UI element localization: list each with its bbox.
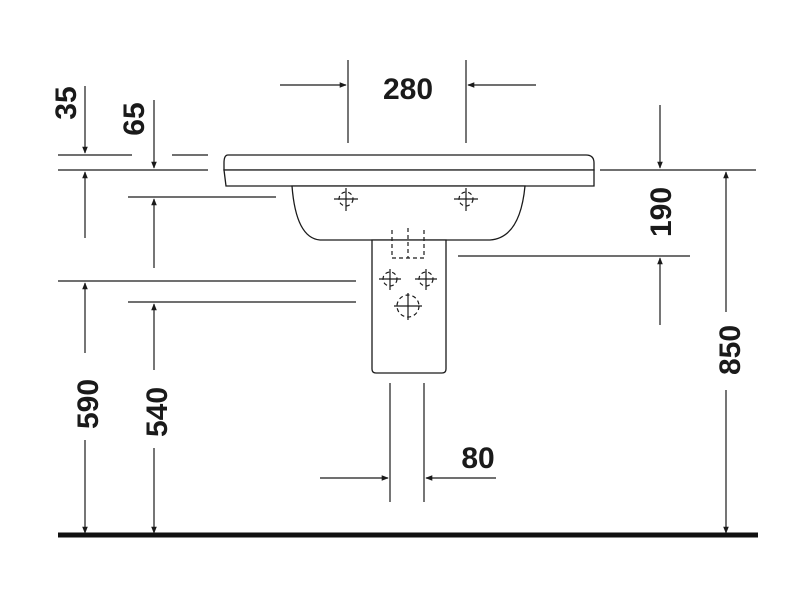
- tap-hole-left-icon: [334, 188, 358, 211]
- connection-left-icon: [379, 269, 401, 290]
- dimension-280-label: 280: [383, 73, 433, 106]
- dimension-280: 280: [280, 60, 536, 143]
- dimension-35-label: 35: [50, 86, 83, 119]
- dimension-80: 80: [320, 383, 496, 502]
- basin-apron: [223, 169, 595, 187]
- dimension-590-label: 590: [72, 379, 105, 429]
- washbasin: [223, 154, 595, 241]
- dimension-540-label: 540: [141, 387, 174, 437]
- drain-icon: [394, 293, 422, 320]
- dimension-590: 590: [72, 282, 105, 534]
- dimension-35: 35: [50, 86, 88, 238]
- dimension-190-label: 190: [645, 187, 678, 237]
- dimension-65-label: 65: [118, 102, 151, 135]
- dimension-850: 850: [714, 171, 747, 534]
- dimension-190: 190: [645, 105, 678, 325]
- dimension-540: 540: [141, 303, 174, 534]
- tap-hole-right-icon: [454, 188, 478, 211]
- dimension-850-label: 850: [714, 325, 747, 375]
- basin-rim: [223, 154, 595, 171]
- dimension-80-label: 80: [461, 442, 494, 475]
- pedestal: [371, 228, 447, 374]
- connection-right-icon: [415, 269, 437, 290]
- dimension-65: 65: [118, 100, 157, 268]
